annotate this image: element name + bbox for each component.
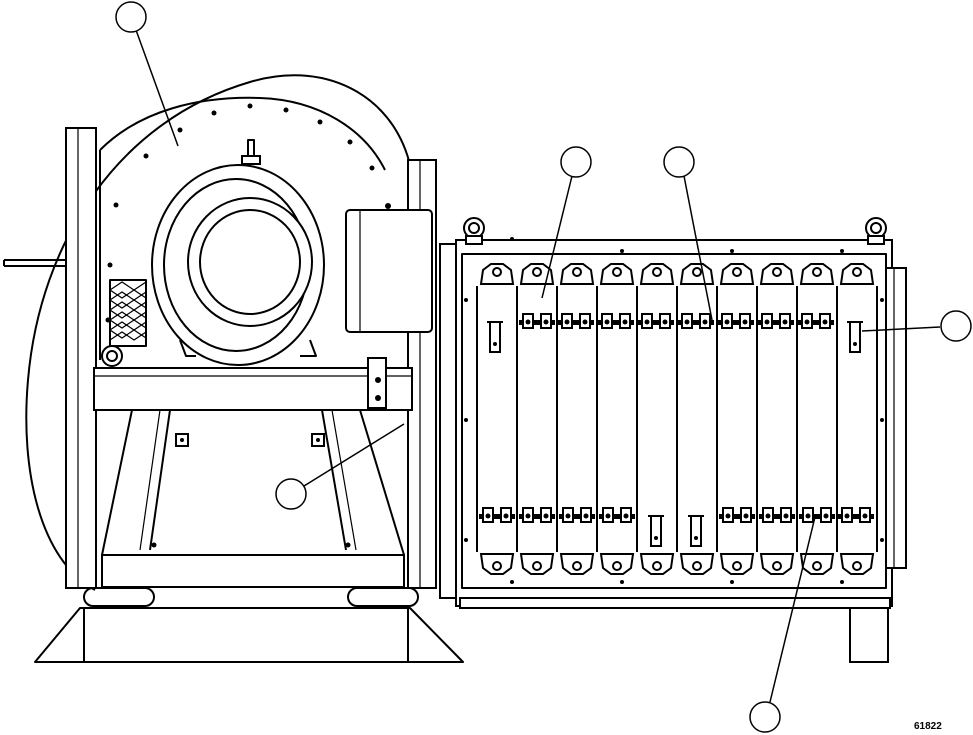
filter-clamp: [559, 507, 595, 523]
callout-1: [115, 1, 147, 33]
filter-panel: [836, 263, 878, 575]
filter-clamp: [718, 313, 754, 329]
filter-clamp: [719, 507, 755, 523]
filter-clamp: [678, 313, 714, 329]
motor-mount-beam: [93, 357, 413, 411]
base-skid: [34, 587, 464, 663]
filter-clamp: [758, 313, 794, 329]
callout-3: [663, 146, 695, 178]
figure-number: 61822: [914, 721, 942, 732]
junction-box: [345, 203, 433, 333]
callout-leaders: [135, 29, 941, 703]
callout-5: [275, 478, 307, 510]
filter-section: [439, 217, 907, 663]
filter-tag: [648, 515, 664, 547]
filter-tag: [487, 321, 503, 353]
filter-tag: [847, 321, 863, 353]
motor: [151, 139, 325, 366]
filter-panels: [476, 263, 878, 575]
callout-2: [560, 146, 592, 178]
filter-clamp: [479, 507, 515, 523]
filter-tag: [688, 515, 704, 547]
filter-panel: [596, 263, 638, 575]
filter-clamp: [638, 313, 674, 329]
pedestal-stand: [101, 409, 405, 588]
belt-guard-mesh: [101, 279, 147, 367]
left-frame-post: [65, 127, 97, 589]
filter-clamp: [838, 507, 874, 523]
callout-4: [940, 310, 972, 342]
filter-clamp: [599, 507, 635, 523]
filter-clamp: [519, 313, 555, 329]
filter-clamp: [519, 507, 555, 523]
filter-clamp: [598, 313, 634, 329]
filter-clamp: [759, 507, 795, 523]
filter-panel: [756, 263, 798, 575]
filter-clamp: [799, 507, 835, 523]
filter-clamp: [558, 313, 594, 329]
callout-6: [749, 701, 781, 733]
filter-clamp: [798, 313, 834, 329]
